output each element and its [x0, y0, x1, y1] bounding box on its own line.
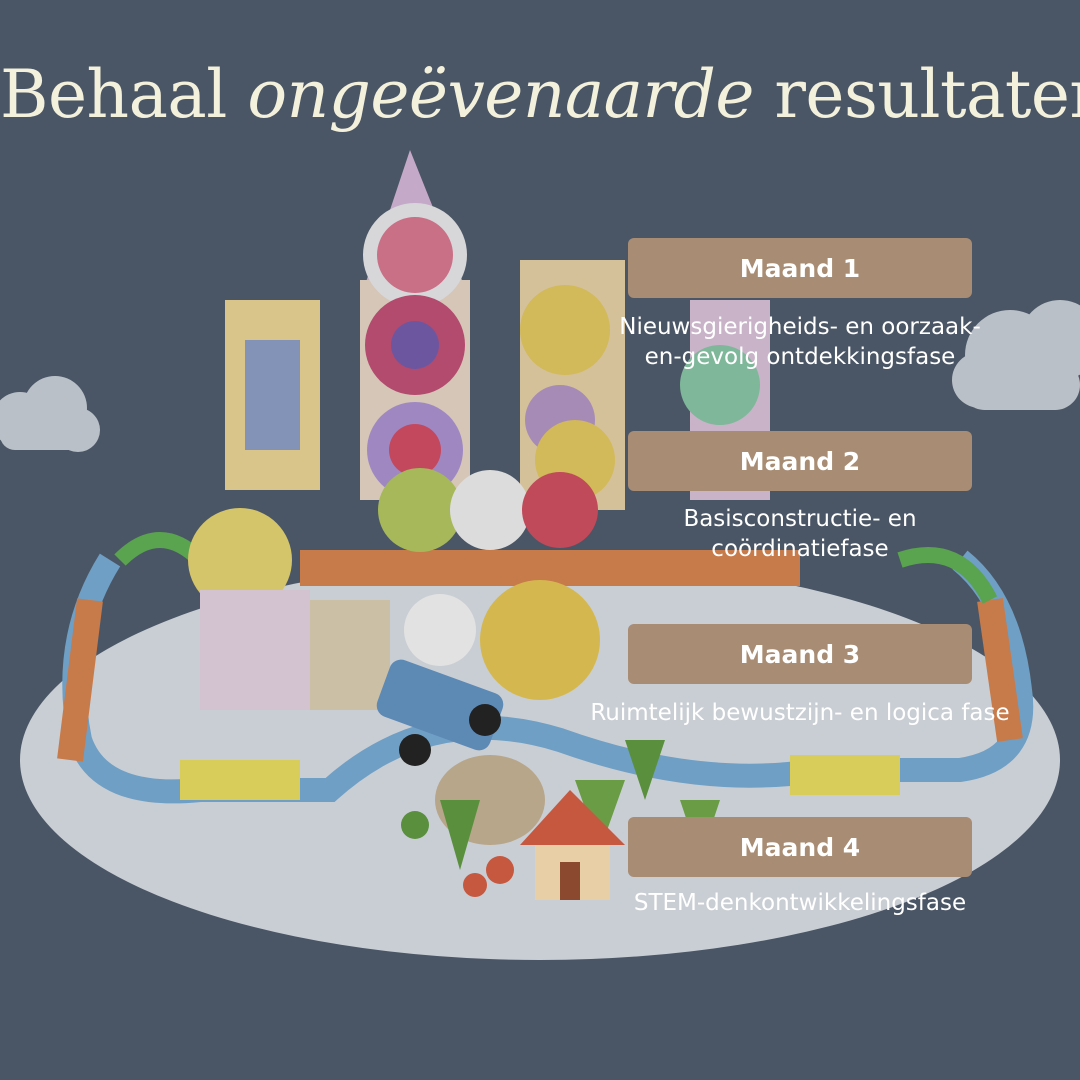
title-part-3: resultaten: [774, 56, 1080, 133]
month-4-description: STEM-denkontwikkelingsfase: [540, 888, 1060, 918]
tower-center: [360, 150, 470, 500]
month-2-description: Basisconstructie- en coördinatiefase: [540, 504, 1060, 564]
month-1-badge: Maand 1: [628, 238, 972, 298]
tower-left: [225, 300, 320, 490]
title-part-2-italic: ongeëvenaarde: [247, 56, 754, 133]
month-1-description-text: Nieuwsgierigheids- en oorzaak- en-gevolg…: [619, 314, 981, 370]
title-part-1: Behaal: [0, 56, 227, 133]
month-1-description: Nieuwsgierigheids- en oorzaak- en-gevolg…: [540, 312, 1060, 372]
page-title: Behaal ongeëvenaarde resultaten: [0, 56, 1080, 133]
month-3-description-text: Ruimtelijk bewustzijn- en logica fase: [590, 700, 1010, 726]
cloud-left: [0, 376, 100, 452]
month-2-badge: Maand 2: [628, 431, 972, 491]
month-4-description-text: STEM-denkontwikkelingsfase: [633, 890, 967, 916]
month-3-badge: Maand 3: [628, 624, 972, 684]
cloud-right: [952, 300, 1080, 410]
month-4-badge: Maand 4: [628, 817, 972, 877]
month-3-description: Ruimtelijk bewustzijn- en logica fase: [540, 698, 1060, 728]
toy-house: [520, 790, 625, 900]
month-2-description-text: Basisconstructie- en coördinatiefase: [683, 506, 917, 562]
toy-car: [376, 659, 504, 766]
tower-right: [520, 260, 625, 510]
